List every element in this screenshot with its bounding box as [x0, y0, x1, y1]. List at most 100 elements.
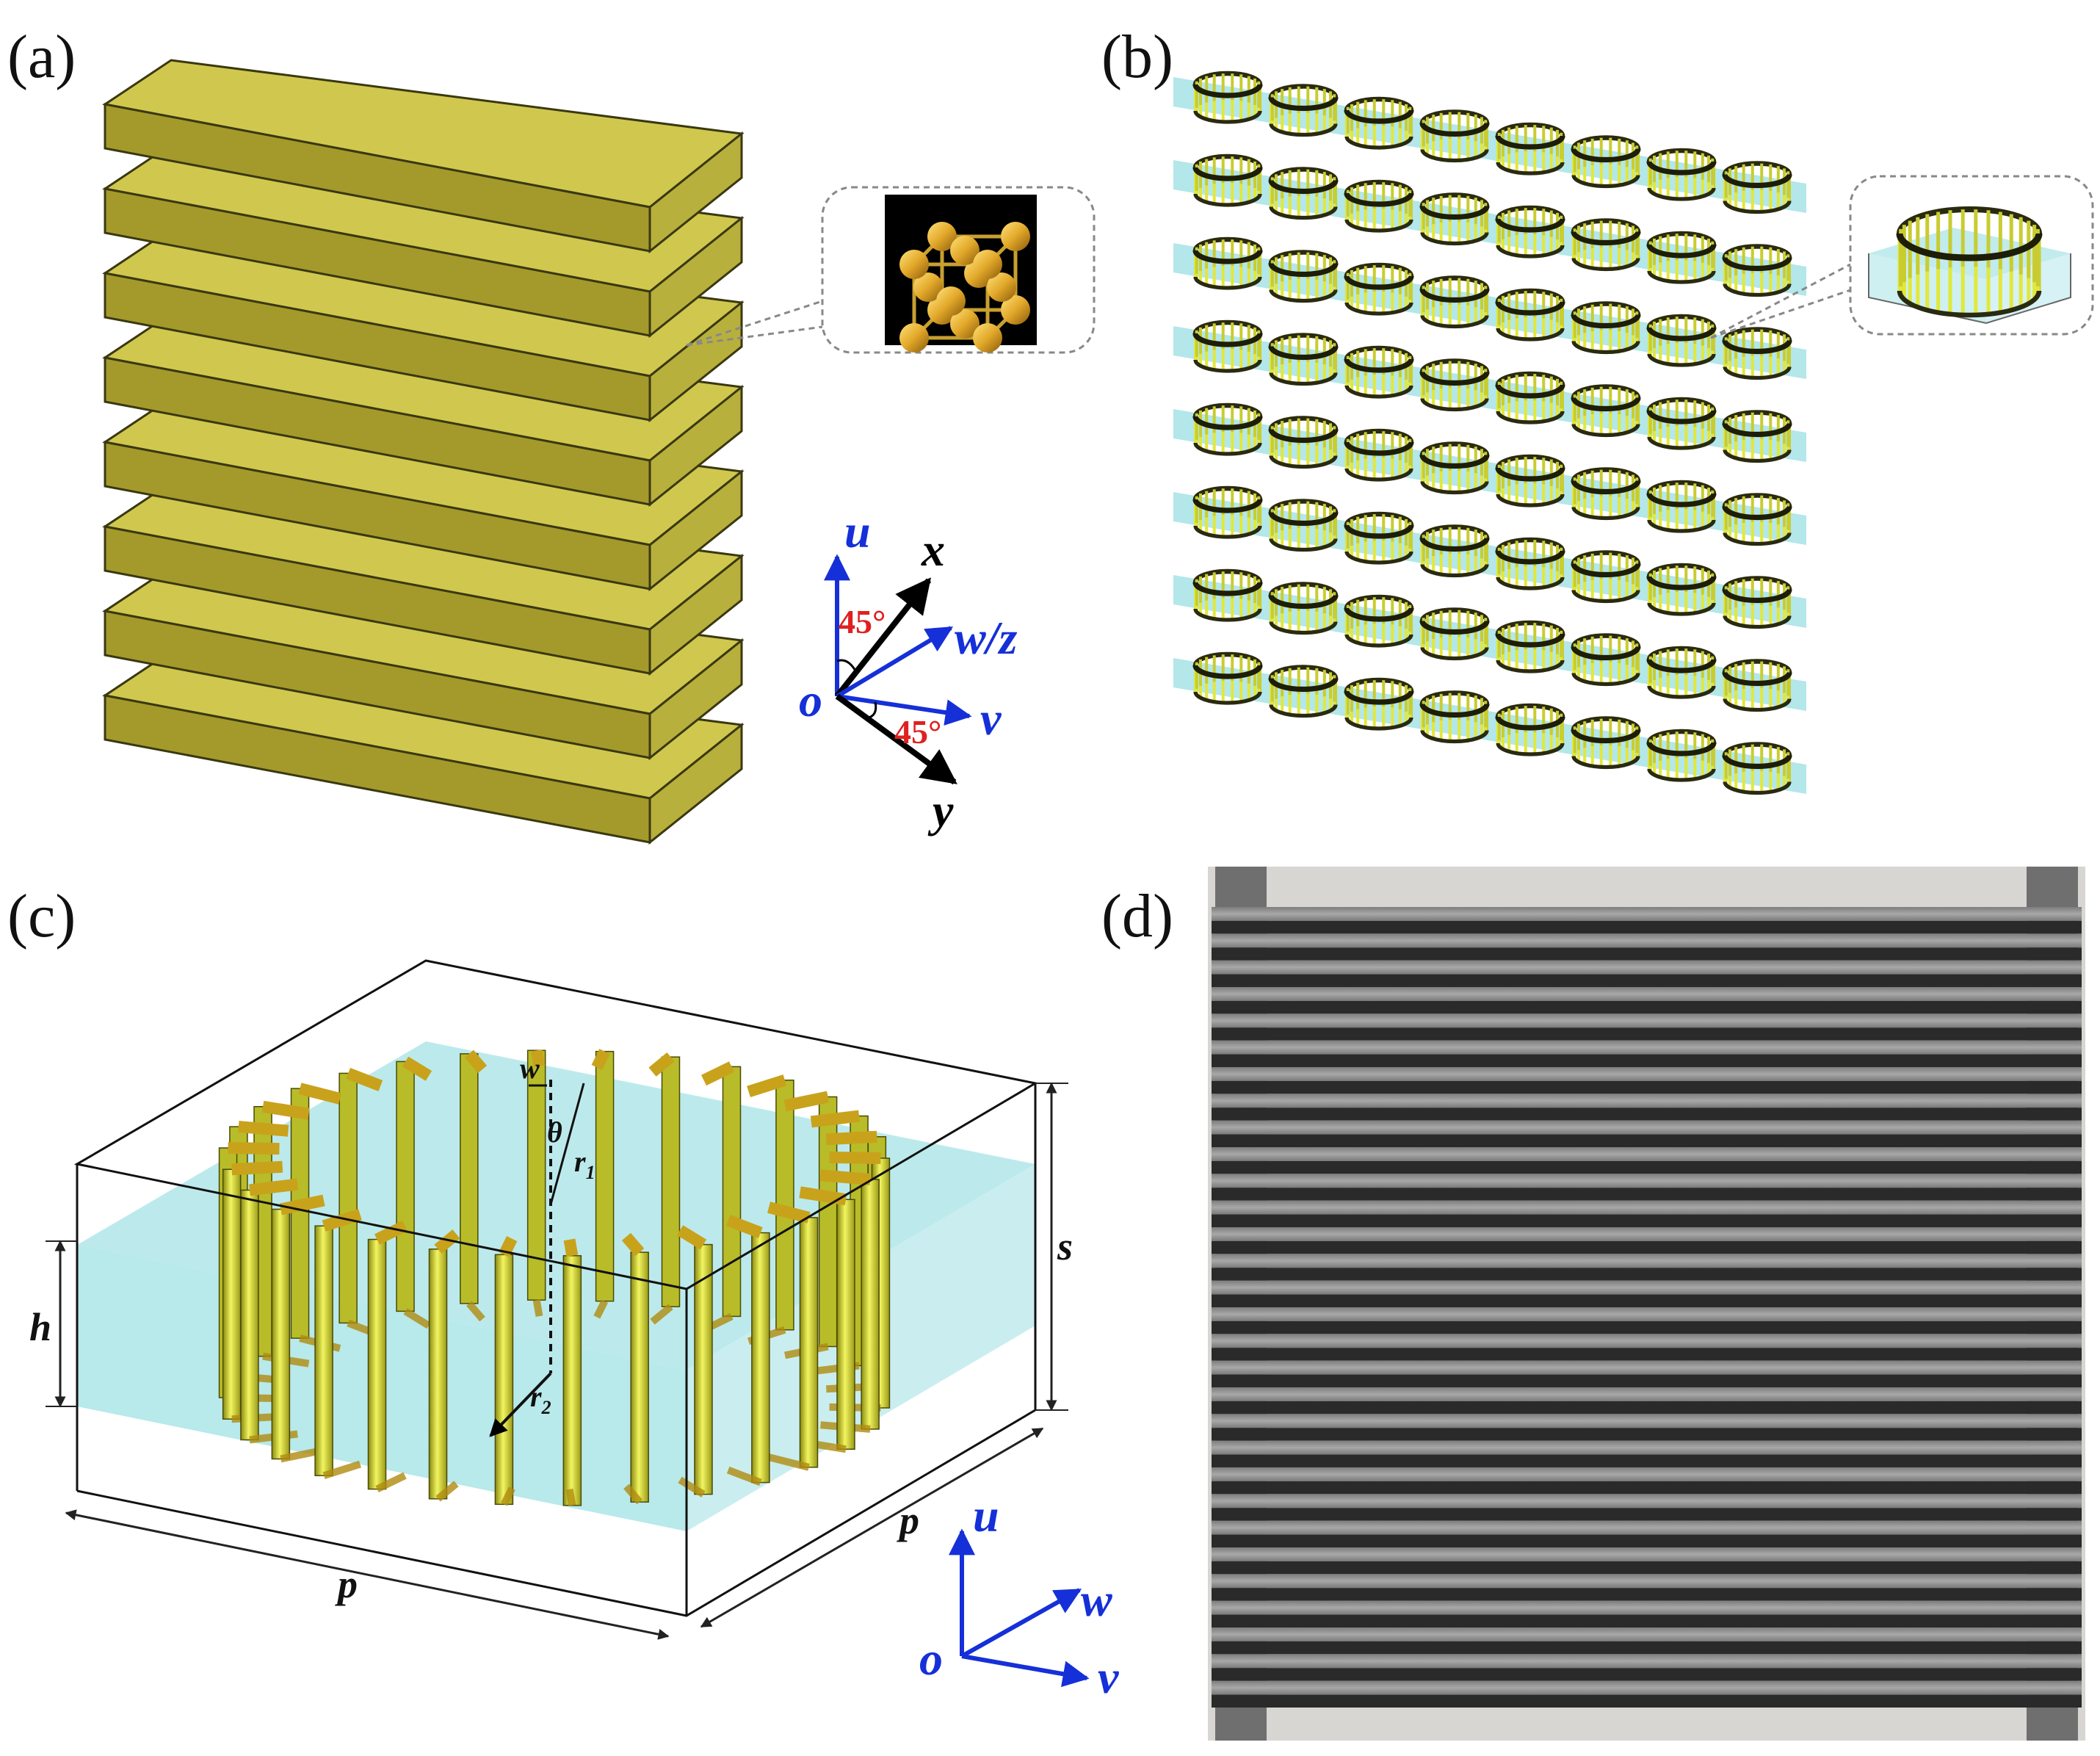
- photo-fin-gap: [1212, 1348, 2082, 1361]
- ring-resonator: [1268, 665, 1339, 718]
- ring-front-rim: [1495, 384, 1565, 399]
- ring-front-rim: [1646, 244, 1717, 259]
- photo-fin: [1212, 1494, 2082, 1509]
- pillar: [562, 1255, 582, 1506]
- ring-front-rim: [1495, 218, 1565, 233]
- pillar-top-tab: [322, 1209, 362, 1232]
- ring-front-rim: [1192, 582, 1263, 596]
- pillar-bottom-tab: [678, 1476, 706, 1497]
- ring-front-rim: [1419, 122, 1490, 137]
- photo-fin-gap: [1212, 1481, 2082, 1495]
- ring-resonator: [1571, 467, 1641, 521]
- ring-resonator: [1571, 218, 1641, 272]
- ring-resonator: [1722, 659, 1792, 712]
- ring-front-rim: [1192, 499, 1263, 513]
- wz-axis: [836, 626, 954, 698]
- ring-resonator: [1571, 633, 1641, 687]
- photo-fin-gap: [1212, 1027, 2082, 1041]
- unit-cell-inset: [686, 186, 1096, 354]
- photo-fin-gap: [1212, 1134, 2082, 1147]
- ring-front-rim: [1571, 148, 1641, 163]
- ring-bottom-rim: [1571, 424, 1640, 438]
- photo-fin-gap: [1212, 1588, 2082, 1601]
- ring-front-rim: [1419, 205, 1490, 220]
- y-axis-label: y: [927, 784, 954, 837]
- ring-resonator: [1419, 607, 1490, 661]
- ring-front-rim: [1571, 314, 1641, 329]
- ring-bottom-rim: [1723, 366, 1792, 380]
- photo-fin: [1212, 1014, 2082, 1028]
- angle-bottom-label: 45°: [894, 713, 941, 751]
- ring-front-rim: [1722, 339, 1792, 355]
- ring-bottom-rim: [1193, 276, 1262, 290]
- ring-front-rim: [1344, 358, 1414, 373]
- ring-front-rim: [1495, 550, 1565, 565]
- photo-fin: [1212, 933, 2082, 948]
- pillar-bottom-tab: [593, 1299, 609, 1319]
- pillar-top-tab: [530, 1049, 546, 1068]
- ring-bottom-rim: [1269, 289, 1338, 303]
- pillar-bottom-tab: [623, 1484, 642, 1505]
- ring-front-rim: [1495, 301, 1565, 316]
- c-v-label: v: [1098, 1651, 1119, 1703]
- ring-resonator: [1192, 402, 1263, 456]
- pillar-top-tab: [238, 1121, 289, 1137]
- ring-resonator: [1495, 703, 1565, 756]
- ring-resonator: [1192, 319, 1263, 373]
- mini-box-outline: [1868, 253, 2071, 325]
- gold-atom: [936, 286, 966, 316]
- pillar: [428, 1249, 448, 1500]
- ring-front-rim: [1646, 327, 1717, 342]
- ring-resonator: [1419, 192, 1490, 246]
- ring-bottom-rim: [1723, 698, 1792, 712]
- p-front-label: p: [335, 1562, 358, 1606]
- ring-row: [1173, 71, 1806, 214]
- ring-resonator: [1268, 250, 1339, 303]
- ring-front-rim: [1344, 441, 1414, 456]
- ring-bottom-rim: [1193, 110, 1262, 124]
- pillar: [799, 1217, 819, 1468]
- ring-bottom-rim: [1647, 353, 1716, 367]
- gold-atom: [1001, 295, 1030, 325]
- ring-resonator: [1722, 742, 1792, 795]
- ring-bottom-rim: [1344, 468, 1413, 482]
- ring-bottom-rim: [1496, 577, 1565, 590]
- slab: [102, 312, 745, 507]
- pillar-top-tab: [810, 1110, 861, 1128]
- slab-stack: [102, 59, 745, 845]
- photo-fin-gap: [1212, 1374, 2082, 1387]
- ring-bottom-rim: [1193, 608, 1262, 622]
- ring-front-rim: [1571, 563, 1641, 578]
- photo-fin-gap: [1212, 974, 2082, 987]
- ring-bottom-rim: [1647, 519, 1716, 533]
- ring-bottom-rim: [1647, 187, 1716, 201]
- ring-resonator: [1495, 288, 1565, 342]
- ring-front-rim: [1268, 677, 1339, 693]
- photo-fin: [1212, 1307, 2082, 1321]
- ring-front-rim: [1268, 96, 1339, 112]
- ring-resonator: [1646, 563, 1717, 616]
- pillar-top-tab: [747, 1074, 787, 1097]
- ring-front-rim: [1646, 742, 1717, 756]
- pillar-top-tab: [621, 1232, 645, 1257]
- ring-row: [1173, 568, 1806, 712]
- pillar-top-tab: [819, 1169, 871, 1185]
- photo-fin: [1212, 1254, 2082, 1268]
- ring-resonator: [1495, 122, 1565, 176]
- photo-fin-gap: [1212, 1694, 2082, 1708]
- ring-front-rim: [1571, 480, 1641, 495]
- gold-atom: [987, 272, 1016, 302]
- pillar: [290, 1088, 310, 1339]
- photo-fin: [1212, 1147, 2082, 1161]
- ring-bottom-rim: [1723, 200, 1792, 214]
- ring-resonator: [1646, 729, 1717, 782]
- ring-bottom-rim: [1269, 123, 1338, 137]
- ring-bottom-rim: [1496, 328, 1565, 342]
- ring-bottom-rim: [1647, 768, 1716, 782]
- ring-bottom-rim: [1496, 660, 1565, 673]
- angle-arc-top: [836, 659, 858, 673]
- pillar: [338, 1072, 358, 1324]
- photo-fin-gap: [1212, 1668, 2082, 1681]
- ring-front-rim: [1419, 288, 1490, 303]
- ring-bottom-rim: [1723, 615, 1792, 629]
